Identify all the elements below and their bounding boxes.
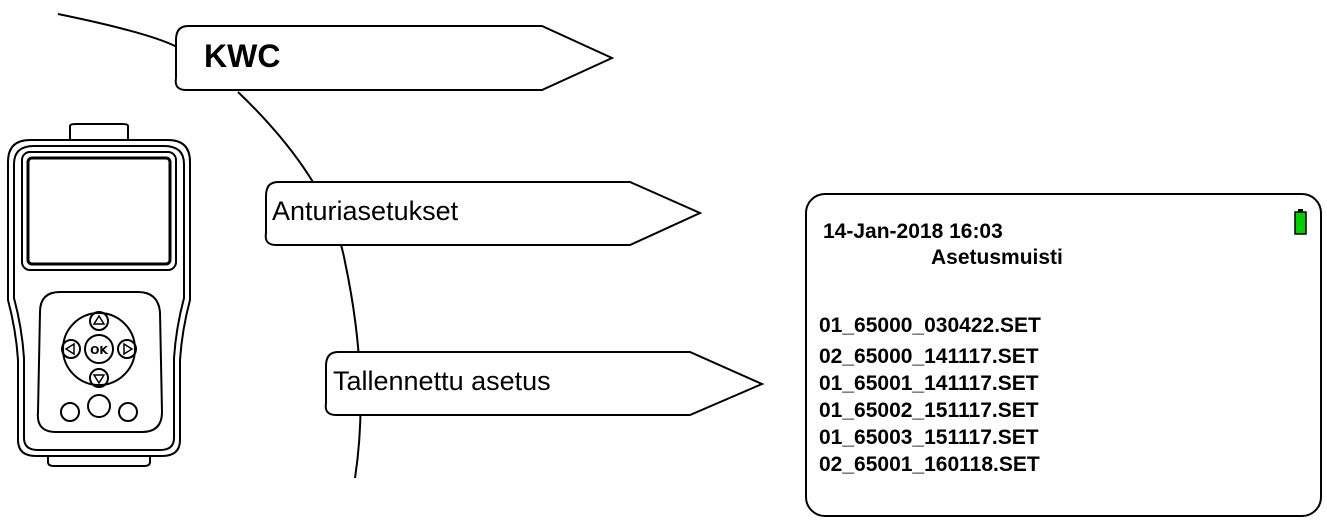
screen-heading: Asetusmuisti	[931, 246, 1063, 269]
callout-tallennettu-asetus	[324, 351, 765, 416]
device-button-glyphs: OK	[64, 314, 134, 385]
device-button-left	[61, 339, 81, 359]
saved-setting-file[interactable]: 01_65001_141117.SET	[819, 372, 1039, 395]
device-body-inner	[13, 145, 185, 451]
saved-setting-file[interactable]: 01_65002_151117.SET	[819, 399, 1039, 422]
device-button-up	[89, 311, 109, 331]
callout-anturiasetukset	[264, 181, 703, 246]
handheld-device	[7, 123, 191, 467]
menu-item-anturiasetukset[interactable]: Anturiasetukset	[272, 196, 459, 226]
device-button-power	[87, 394, 111, 418]
menu-item-tallennettu-asetus[interactable]: Tallennettu asetus	[333, 366, 551, 396]
device-ok-label: OK	[90, 344, 108, 357]
saved-setting-file[interactable]: 02_65001_160118.SET	[819, 453, 1040, 476]
device-top-clip	[69, 123, 129, 140]
saved-setting-file[interactable]: 01_65000_030422.SET	[819, 314, 1041, 337]
device-button-down	[89, 368, 109, 388]
device-bottom-foot	[47, 456, 151, 467]
saved-setting-file[interactable]: 02_65000_141117.SET	[819, 345, 1039, 368]
device-screen-display: 14-Jan-2018 16:03 Asetusmuisti 01_65000_…	[805, 193, 1322, 517]
device-screen	[26, 156, 172, 266]
menu-title: KWC	[204, 38, 281, 74]
arrow-up-icon	[92, 314, 106, 325]
device-body	[7, 139, 191, 457]
device-button-right-soft	[118, 402, 138, 422]
device-ok-ring	[84, 334, 114, 364]
saved-setting-file[interactable]: 01_65003_151117.SET	[819, 426, 1039, 449]
arrow-down-icon	[92, 374, 106, 385]
device-keypad-panel	[36, 291, 164, 433]
arrow-right-icon	[123, 342, 134, 356]
saved-settings-list: 01_65000_030422.SET 02_65000_141117.SET …	[819, 315, 1041, 481]
device-screen-bezel	[21, 151, 177, 271]
device-button-right	[117, 339, 137, 359]
screen-datetime: 14-Jan-2018 16:03	[823, 220, 1003, 243]
battery-full-icon	[1294, 209, 1307, 235]
arrow-left-icon	[64, 342, 75, 356]
device-button-left-soft	[60, 402, 80, 422]
callout-kwc	[174, 25, 615, 91]
